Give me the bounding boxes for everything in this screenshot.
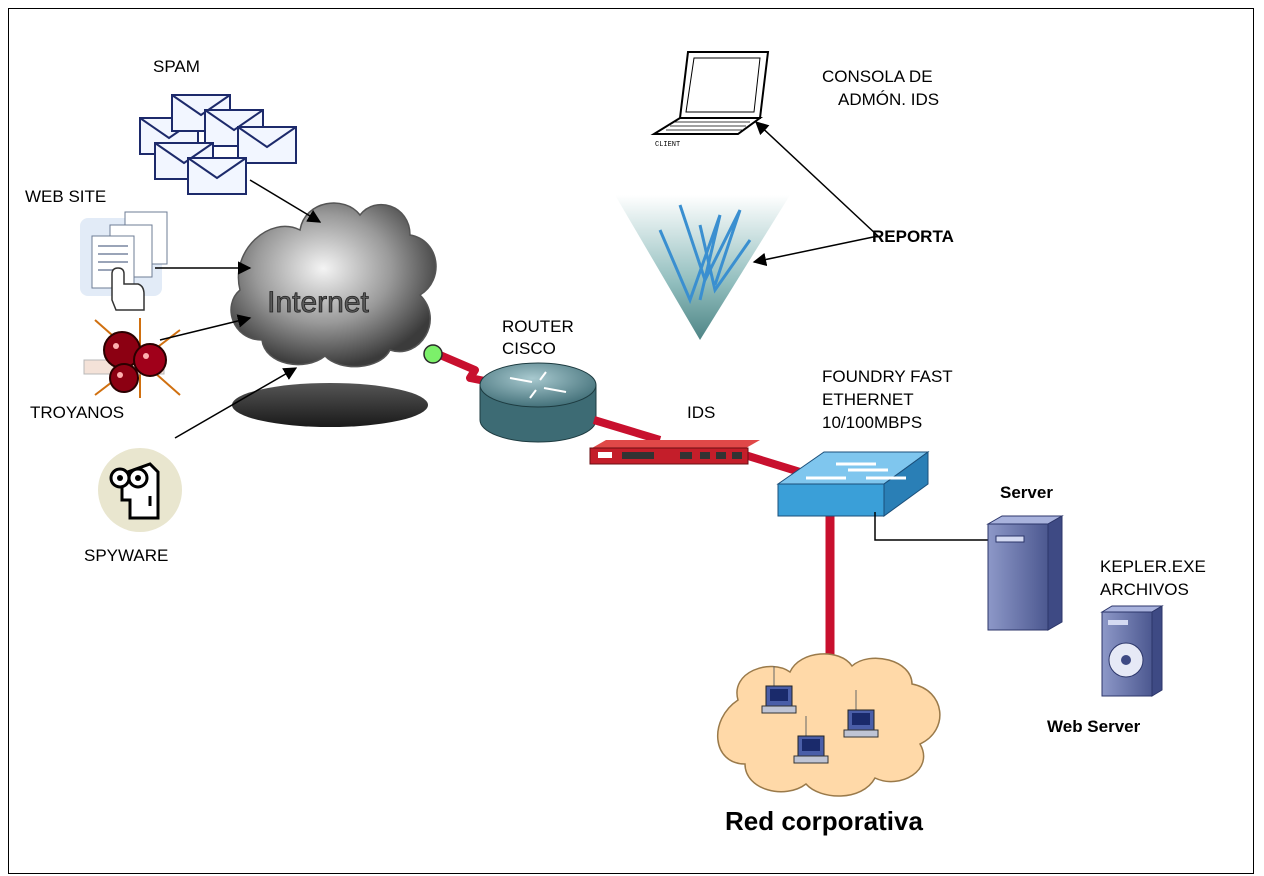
client-label: CLIENT — [655, 141, 680, 149]
ids-label: IDS — [687, 403, 716, 422]
reporta-label: REPORTA — [872, 227, 954, 246]
spyware-label: SPYWARE — [84, 546, 169, 565]
router-label-line1: ROUTER — [502, 317, 574, 336]
consola-label-line2: ADMÓN. IDS — [838, 90, 940, 109]
ids-sensor-cone-icon — [615, 195, 790, 340]
troyanos-virus-icon — [83, 318, 181, 398]
web-site-documents-icon — [80, 211, 168, 311]
corporate-network-cloud-icon — [716, 653, 941, 797]
spam-label: SPAM — [153, 57, 200, 76]
switch-label-line2: ETHERNET — [822, 390, 914, 409]
server-tower-icon — [986, 515, 1064, 631]
reporta-arrows — [752, 121, 879, 267]
red-corporativa-label: Red corporativa — [725, 806, 923, 836]
kepler-label-line2: ARCHIVOS — [1100, 580, 1189, 599]
router-label-line2: CISCO — [502, 339, 556, 358]
consola-label-line1: CONSOLA DE — [822, 67, 933, 86]
threat-arrows — [155, 179, 322, 439]
internet-label: Internet — [267, 286, 369, 319]
internet-cloud-icon: Internet — [230, 202, 437, 427]
switch-server-link — [874, 512, 988, 541]
switch-label-line3: 10/100MBPS — [822, 413, 923, 432]
internet-router-link — [423, 344, 491, 386]
web-server-label: Web Server — [1047, 717, 1141, 736]
troyanos-label: TROYANOS — [30, 403, 125, 422]
router-cisco-icon — [479, 362, 597, 443]
switch-label-line1: FOUNDRY FAST — [822, 367, 953, 386]
spyware-icon — [98, 448, 182, 532]
workstation-icons — [761, 666, 879, 764]
kepler-label-line1: KEPLER.EXE — [1100, 557, 1206, 576]
laptop-client-icon: CLIENT — [650, 51, 770, 149]
web-server-icon — [1100, 605, 1164, 697]
ids-appliance-icon — [589, 440, 760, 465]
web-site-label: WEB SITE — [25, 187, 107, 206]
diagram-frame — [8, 8, 1254, 874]
spam-envelopes-icon — [139, 94, 297, 195]
switch-icon — [776, 451, 930, 517]
server-label: Server — [1000, 483, 1053, 502]
